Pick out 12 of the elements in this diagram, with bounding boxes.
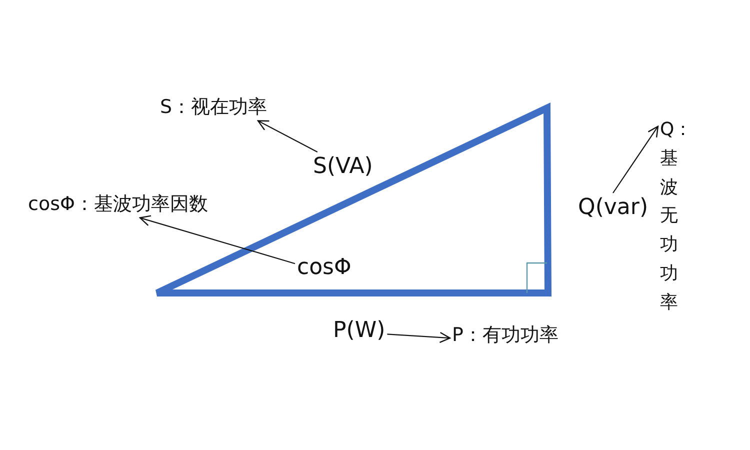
angle-label: cosΦ	[295, 253, 354, 284]
arrow	[387, 332, 451, 344]
arrow	[257, 120, 318, 152]
side-label: S(VA)	[311, 152, 375, 182]
definition-text: P：有功功率	[450, 322, 560, 349]
side-label: Q(var)	[576, 193, 650, 224]
arrow	[612, 126, 659, 194]
definition-text: Q：基波无功功率	[658, 114, 694, 320]
definition-text: cosΦ：基波功率因数	[26, 191, 210, 218]
arrow	[139, 215, 296, 264]
definition-text: S：视在功率	[158, 94, 270, 121]
side-label: P(W)	[331, 316, 388, 346]
